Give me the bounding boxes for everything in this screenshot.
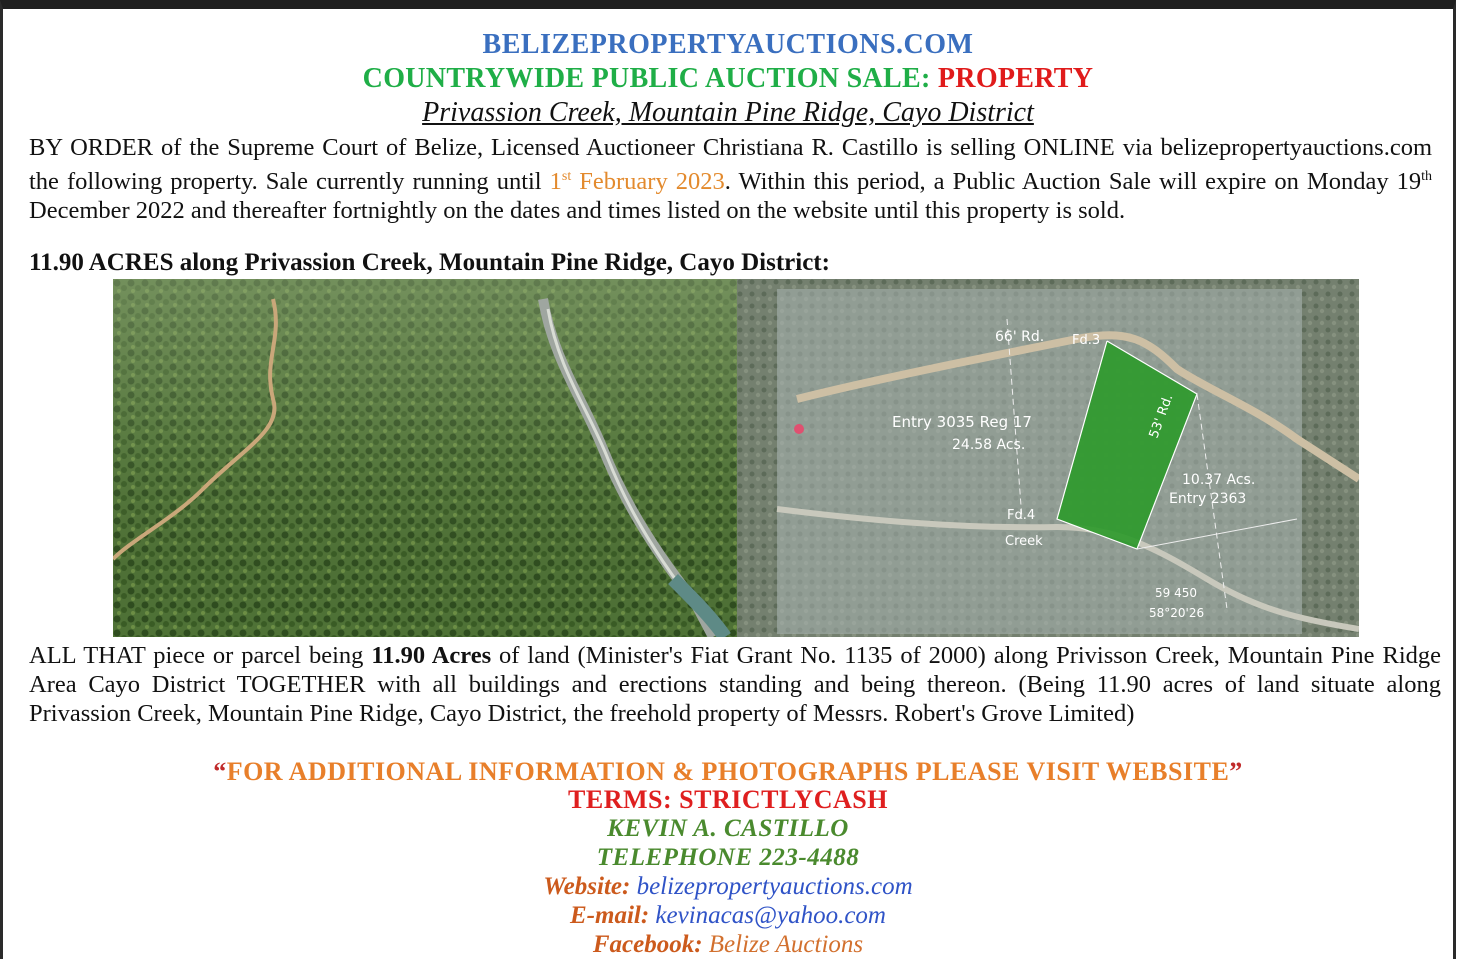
- sale-end-day: 1: [549, 168, 562, 196]
- survey-label-coord2: 58°20'26: [1149, 606, 1204, 620]
- survey-label-fd4: Fd.4: [1007, 508, 1035, 523]
- description-text-2: of land (Minister's Fiat Grant No. 1135 …: [29, 642, 1441, 727]
- aerial-photo: [113, 279, 737, 637]
- email-link[interactable]: kevinacas@yahoo.com: [655, 902, 886, 929]
- quote-open: “: [213, 757, 227, 786]
- survey-label-area2: 10.37 Acs.: [1182, 472, 1255, 488]
- intro-text-3: December 2022 and thereafter fortnightly…: [29, 197, 1126, 225]
- sale-heading: COUNTRYWIDE PUBLIC AUCTION SALE: PROPERT…: [3, 63, 1453, 95]
- intro-text-1: BY ORDER of the Supreme Court of Belize,…: [29, 134, 1432, 196]
- website-line: Website: belizepropertyauctions.com: [3, 873, 1453, 901]
- contact-phone: TELEPHONE 223-4488: [596, 844, 860, 871]
- survey-label-entry1: Entry 3035 Reg 17: [892, 413, 1032, 431]
- survey-label-creek: Creek: [1005, 534, 1043, 549]
- email-label: E-mail:: [570, 902, 650, 929]
- sale-end-sup: st: [561, 169, 572, 184]
- visit-text: FOR ADDITIONAL INFORMATION & PHOTOGRAPHS…: [226, 757, 1230, 786]
- aerial-photo-image: [113, 279, 737, 637]
- visit-website-notice: “FOR ADDITIONAL INFORMATION & PHOTOGRAPH…: [3, 757, 1453, 787]
- sale-end-date: 1st February 2023: [550, 168, 725, 195]
- sale-type: PROPERTY: [937, 63, 1094, 94]
- survey-label-area1: 24.58 Acs.: [952, 437, 1025, 453]
- website-link[interactable]: belizepropertyauctions.com: [636, 873, 913, 900]
- expire-sup: th: [1421, 169, 1432, 184]
- description-text-1: ALL THAT piece or parcel being: [29, 642, 372, 669]
- survey-label-road1: 66' Rd.: [995, 329, 1044, 345]
- survey-label-fd3: Fd.3: [1072, 333, 1100, 348]
- facebook-link[interactable]: Belize Auctions: [708, 931, 864, 958]
- quote-close: ”: [1229, 757, 1243, 786]
- site-title: BELIZEPROPERTYAUCTIONS.COM: [482, 29, 974, 60]
- survey-label-coord1: 59 450: [1155, 586, 1197, 600]
- facebook-label: Facebook:: [592, 931, 703, 958]
- intro-paragraph: BY ORDER of the Supreme Court of Belize,…: [29, 133, 1432, 225]
- intro-text-2: . Within this period, a Public Auction S…: [724, 168, 1422, 196]
- sale-end-rest: February 2023: [571, 168, 725, 196]
- survey-map-image: 66' Rd. Fd.3 Entry 3035 Reg 17 24.58 Acs…: [737, 279, 1359, 637]
- description-acres: 11.90 Acres: [371, 642, 492, 669]
- terms: TERMS: STRICTLYCASH: [568, 785, 888, 814]
- property-heading: 11.90 ACRES along Privassion Creek, Moun…: [29, 249, 830, 276]
- website-label: Website:: [543, 873, 631, 900]
- facebook-line: Facebook: Belize Auctions: [3, 931, 1453, 959]
- location-heading: Privassion Creek, Mountain Pine Ridge, C…: [422, 97, 1034, 128]
- contact-name: KEVIN A. CASTILLO: [607, 815, 849, 842]
- description-paragraph: ALL THAT piece or parcel being 11.90 Acr…: [29, 641, 1441, 728]
- email-line: E-mail: kevinacas@yahoo.com: [3, 902, 1453, 930]
- survey-label-entry2: Entry 2363: [1169, 491, 1246, 507]
- sale-label: COUNTRYWIDE PUBLIC AUCTION SALE:: [362, 63, 938, 94]
- survey-map: 66' Rd. Fd.3 Entry 3035 Reg 17 24.58 Acs…: [737, 279, 1359, 637]
